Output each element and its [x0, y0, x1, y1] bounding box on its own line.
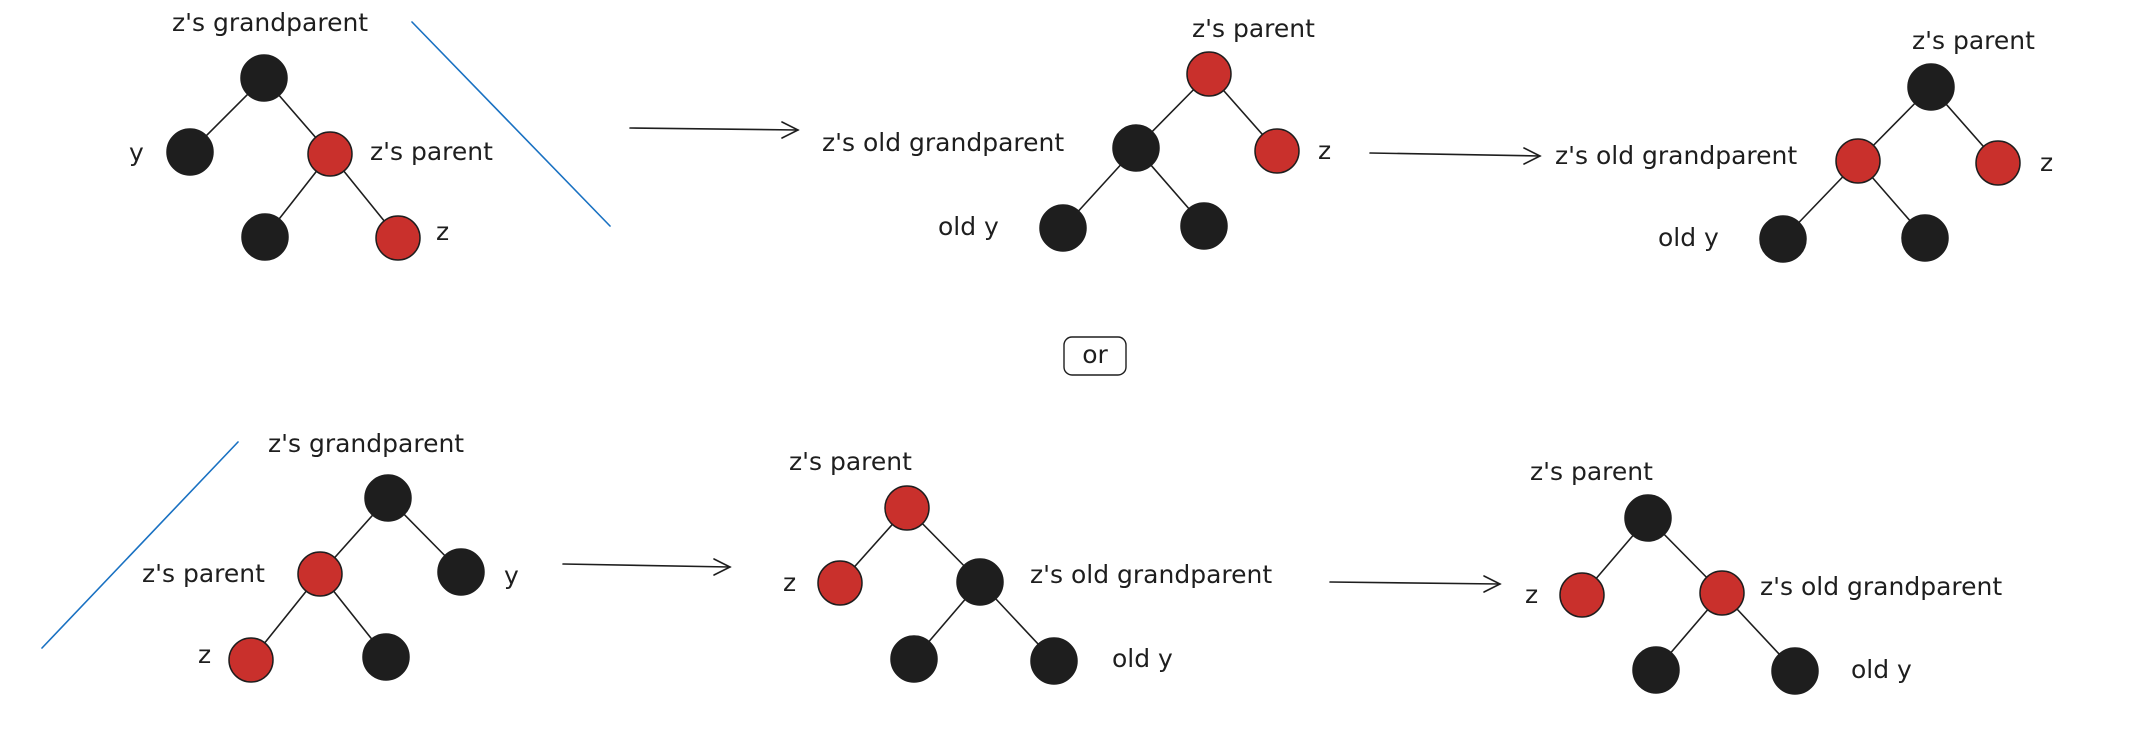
old-grandparent-right-child-node [1901, 214, 1949, 262]
old-y-node [1030, 637, 1078, 685]
bottom-panel-middle: z's parent z z's old grandparent old y [783, 447, 1272, 685]
arrow-line [562, 563, 731, 568]
parent-node [307, 131, 353, 177]
grandparent-node [364, 474, 412, 522]
old-grandparent-node [1835, 138, 1881, 184]
old-grandparent-left-child-node [890, 635, 938, 683]
z-label: z [436, 217, 449, 246]
parent-label: z's parent [1192, 14, 1315, 43]
z-label: z [1525, 580, 1538, 609]
parent-node [1624, 494, 1672, 542]
z-node [1254, 128, 1300, 174]
arrow-line [629, 127, 799, 131]
arrow-line [1369, 152, 1541, 157]
top-panel-middle: z's parent z's old grandparent z old y [822, 14, 1331, 252]
sibling-y-node [437, 548, 485, 596]
z-label: z [198, 640, 211, 669]
old-y-label: old y [1112, 644, 1173, 673]
or-box [1063, 336, 1127, 376]
grandparent-node [240, 54, 288, 102]
parent-node [297, 551, 343, 597]
old-grandparent-left-child-node [1632, 646, 1680, 694]
top-panel-initial: z's grandparent y z's parent z [129, 8, 611, 261]
arrow-head [781, 121, 800, 139]
old-grandparent-label: z's old grandparent [822, 128, 1064, 157]
z-node [1975, 140, 2021, 186]
separator-line [41, 441, 239, 649]
or-label: or [1082, 340, 1108, 369]
z-label: z [1318, 136, 1331, 165]
old-grandparent-label: z's old grandparent [1030, 560, 1272, 589]
arrow-head [1483, 575, 1502, 593]
parent-label: z's parent [1530, 457, 1653, 486]
parent-left-child-node [241, 213, 289, 261]
old-grandparent-label: z's old grandparent [1760, 572, 2002, 601]
old-y-label: old y [1851, 655, 1912, 684]
parent-label: z's parent [142, 559, 265, 588]
old-grandparent-node [956, 558, 1004, 606]
separator-line [411, 21, 611, 227]
parent-right-child-node [362, 633, 410, 681]
grandparent-label: z's grandparent [268, 429, 464, 458]
z-node [817, 560, 863, 606]
old-y-label: old y [938, 212, 999, 241]
old-y-label: old y [1658, 223, 1719, 252]
old-y-node [1039, 204, 1087, 252]
z-label: z [783, 568, 796, 597]
parent-label: z's parent [1912, 26, 2035, 55]
parent-label: z's parent [789, 447, 912, 476]
old-grandparent-label: z's old grandparent [1555, 141, 1797, 170]
arrow-head [1523, 147, 1542, 165]
parent-node [1907, 63, 1955, 111]
old-grandparent-node [1112, 124, 1160, 172]
parent-node [1186, 51, 1232, 97]
z-node [228, 637, 274, 683]
z-node [1559, 572, 1605, 618]
bottom-panel-initial: z's grandparent z's parent y z [41, 429, 519, 683]
sibling-y-label: y [129, 138, 144, 167]
old-y-node [1759, 215, 1807, 263]
z-label: z [2040, 148, 2053, 177]
bottom-panel-result: z's parent z z's old grandparent old y [1525, 457, 2002, 695]
sibling-y-node [166, 128, 214, 176]
parent-label: z's parent [370, 137, 493, 166]
top-row: z's grandparent y z's parent z z's paren… [129, 8, 2053, 263]
arrow-line [1329, 581, 1501, 585]
sibling-y-label: y [504, 561, 519, 590]
z-node [375, 215, 421, 261]
grandparent-label: z's grandparent [172, 8, 368, 37]
old-y-node [1771, 647, 1819, 695]
parent-node [884, 485, 930, 531]
arrow-head [713, 558, 732, 576]
old-grandparent-right-child-node [1180, 202, 1228, 250]
top-panel-result: z's parent z's old grandparent z old y [1555, 26, 2053, 263]
bottom-row: z's grandparent z's parent y z z's paren… [41, 429, 2002, 695]
or-divider: or [1063, 336, 1127, 376]
old-grandparent-node [1699, 570, 1745, 616]
